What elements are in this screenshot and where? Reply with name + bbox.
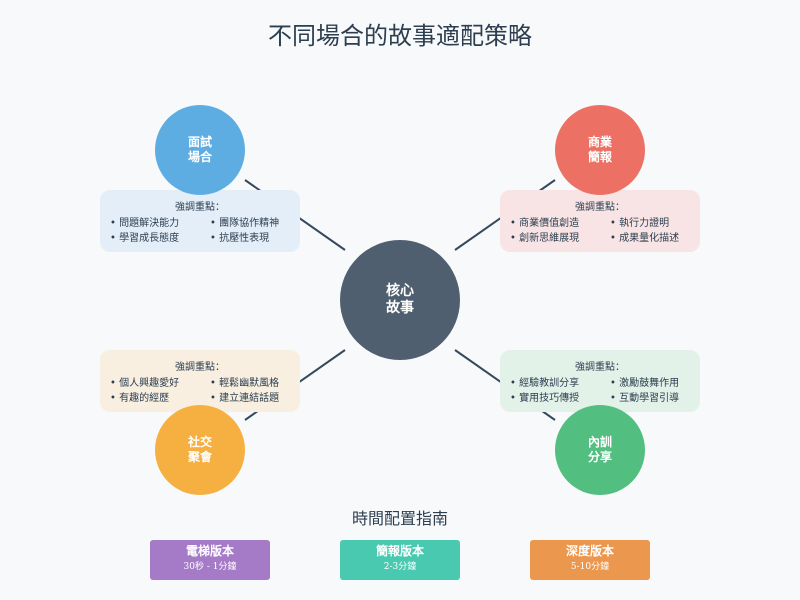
- social-point: • 輕鬆幽默風格: [210, 378, 280, 389]
- business-point: • 成果量化描述: [610, 233, 680, 244]
- elevator-version-card: 電梯版本 30秒 - 1分鐘: [150, 540, 270, 580]
- business-point: • 執行力證明: [610, 218, 670, 229]
- briefing-version-name: 簡報版本: [375, 544, 424, 558]
- internal-point: • 互動學習引導: [610, 393, 680, 404]
- business-point: • 創新思維展現: [510, 233, 580, 244]
- social-emphasis-box: 強調重點： • 個人興趣愛好 • 輕鬆幽默風格 • 有趣的經歷 • 建立連結話題: [100, 350, 300, 412]
- social-point: • 有趣的經歷: [110, 393, 170, 404]
- page-title: 不同場合的故事適配策略: [268, 22, 532, 50]
- social-line1: 社交: [187, 435, 212, 449]
- deep-version-time: 5-10分鐘: [570, 562, 610, 572]
- elevator-version-name: 電梯版本: [185, 544, 234, 558]
- internal-emphasis-box: 強調重點： • 經驗教訓分享 • 激勵鼓舞作用 • 實用技巧傳授 • 互動學習引…: [500, 350, 700, 412]
- interview-point: • 學習成長態度: [110, 233, 180, 244]
- briefing-version-card: 簡報版本 2-3分鐘: [340, 540, 460, 580]
- social-node: 社交 聚會: [155, 405, 245, 495]
- interview-emphasis-label: 強調重點：: [175, 202, 225, 213]
- core-story-line1: 核心: [386, 283, 414, 299]
- social-emphasis-label: 強調重點：: [175, 362, 225, 373]
- social-point: • 建立連結話題: [210, 393, 280, 404]
- business-emphasis-box: 強調重點： • 商業價值創造 • 執行力證明 • 創新思維展現 • 成果量化描述: [500, 190, 700, 252]
- interview-line1: 面試: [187, 135, 212, 149]
- interview-emphasis-box: 強調重點： • 問題解決能力 • 團隊協作精神 • 學習成長態度 • 抗壓性表現: [100, 190, 300, 252]
- social-line2: 聚會: [187, 450, 212, 464]
- time-guide-title: 時間配置指南: [351, 509, 448, 528]
- core-story-node: 核心 故事: [340, 240, 460, 360]
- business-point: • 商業價值創造: [510, 218, 580, 229]
- core-story-line2: 故事: [386, 300, 414, 316]
- internal-point: • 實用技巧傳授: [510, 393, 580, 404]
- deep-version-name: 深度版本: [565, 544, 614, 558]
- business-node: 商業 簡報: [555, 105, 645, 195]
- social-point: • 個人興趣愛好: [110, 378, 180, 389]
- deep-version-card: 深度版本 5-10分鐘: [530, 540, 650, 580]
- internal-line2: 分享: [587, 450, 612, 464]
- interview-node: 面試 場合: [155, 105, 245, 195]
- elevator-version-time: 30秒 - 1分鐘: [183, 562, 237, 572]
- interview-point: • 問題解決能力: [110, 218, 180, 229]
- business-line1: 商業: [587, 135, 612, 149]
- interview-point: • 團隊協作精神: [210, 218, 280, 229]
- internal-point: • 經驗教訓分享: [510, 378, 580, 389]
- interview-line2: 場合: [187, 150, 212, 164]
- internal-node: 內訓 分享: [555, 405, 645, 495]
- briefing-version-time: 2-3分鐘: [383, 562, 417, 572]
- internal-emphasis-label: 強調重點：: [575, 362, 625, 373]
- interview-point: • 抗壓性表現: [210, 233, 270, 244]
- business-line2: 簡報: [587, 150, 612, 164]
- internal-point: • 激勵鼓舞作用: [610, 378, 680, 389]
- internal-line1: 內訓: [587, 435, 612, 449]
- business-emphasis-label: 強調重點：: [575, 202, 625, 213]
